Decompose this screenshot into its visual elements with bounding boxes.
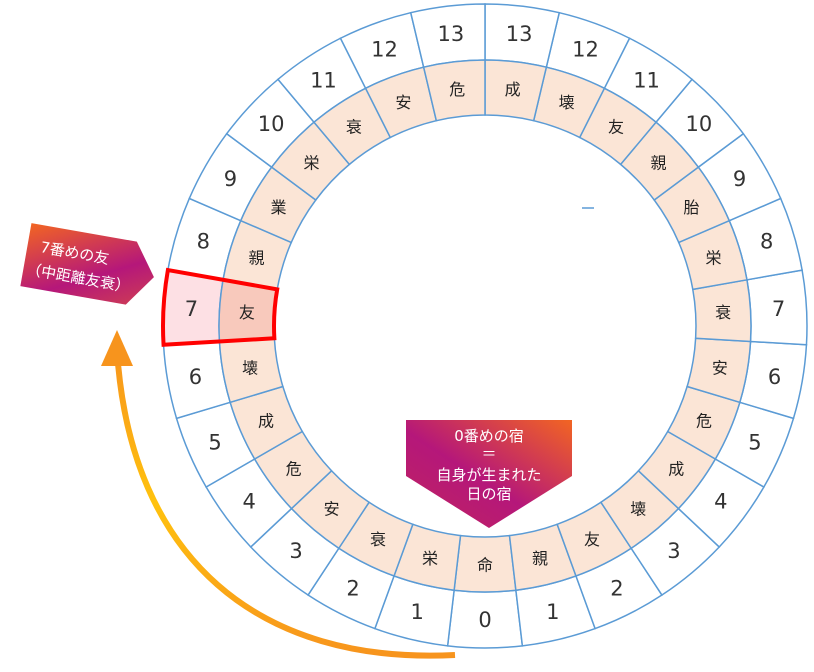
segment-right-9-number: 9 [733,167,746,191]
segment-left-5-number: 5 [208,430,221,454]
segment-left-12-number: 12 [371,38,398,62]
segment-right-5-kanji: 危 [696,411,712,430]
segment-left-1-number: 1 [411,600,424,624]
segment-left-7-number: 7 [185,297,198,321]
segment-left-4-inner [253,430,333,510]
segment-left-3-inner [290,469,371,550]
left-callout: 7番めの友 （中距離友衰） [20,223,154,305]
segment-right-13-kanji: 成 [505,80,521,99]
segment-left-4-number: 4 [242,490,255,514]
segment-left-1-kanji: 栄 [422,549,438,568]
segment-right-3-number: 3 [667,539,680,563]
segment-right-1-kanji: 親 [532,549,548,568]
bottom-callout-line1: 0番めの宿 [454,427,524,445]
segment-right-2-kanji: 友 [584,530,600,549]
segment-0-kanji: 命 [477,556,493,575]
segment-right-7-number: 7 [772,297,785,321]
segment-left-6-kanji: 壊 [242,358,258,377]
segment-left-9-kanji: 業 [270,198,286,217]
segment-left-13-kanji: 危 [449,80,465,99]
segment-left-6-number: 6 [189,365,202,389]
segment-left-13-inner [422,59,486,122]
segment-right-10-kanji: 親 [650,153,666,172]
segment-right-9-kanji: 胎 [684,198,700,217]
segment-left-3-number: 3 [289,539,302,563]
segment-left-2-kanji: 衰 [370,530,386,549]
segment-left-1-inner [393,523,462,592]
segment-left-8-number: 8 [197,230,210,254]
curved-arrow [114,349,456,659]
bottom-callout: 0番めの宿 ＝ 自身が生まれた 日の宿 [406,420,572,528]
highlight-frame [161,267,280,347]
segment-right-13-number: 13 [506,22,533,46]
segment-left-12-kanji: 安 [395,93,411,112]
segment-right-12-number: 12 [572,38,599,62]
segment-left-10-number: 10 [258,112,285,136]
segment-right-10-number: 10 [685,112,712,136]
bottom-callout-line3: 自身が生まれた [436,466,541,484]
segment-left-10-kanji: 栄 [304,153,320,172]
segment-right-1-number: 1 [546,600,559,624]
segment-left-11-kanji: 衰 [346,118,362,137]
bottom-callout-line4: 日の宿 [466,485,511,503]
segment-left-11-inner [312,87,392,166]
segment-left-3-kanji: 安 [324,500,340,519]
segment-left-6-inner [218,337,284,404]
segment-right-11-kanji: 友 [608,118,624,137]
segment-left-9-inner [239,166,317,244]
segment-left-2-number: 2 [346,577,359,601]
segment-right-4-number: 4 [714,490,727,514]
segment-left-7-kanji: 友 [239,303,255,322]
segment-right-8-number: 8 [760,230,773,254]
segment-left-13-number: 13 [438,22,465,46]
segment-right-2-number: 2 [610,577,623,601]
segment-left-11-number: 11 [310,68,337,92]
curved-arrow-head-icon [101,330,133,366]
segment-0-number: 0 [478,608,491,632]
segment-right-6-kanji: 安 [712,358,728,377]
highlight-group [161,267,280,347]
segment-right-11-number: 11 [633,68,660,92]
segment-left-8-kanji: 親 [249,249,265,268]
segment-right-4-kanji: 成 [668,459,684,478]
segment-right-12-kanji: 壊 [559,93,575,112]
segment-right-8-kanji: 栄 [705,249,721,268]
segment-right-6-number: 6 [768,365,781,389]
segment-left-12-inner [364,66,438,139]
segment-left-5-kanji: 成 [258,411,274,430]
segment-right-5-number: 5 [748,430,761,454]
segment-left-9-number: 9 [224,167,237,191]
segment-left-5-inner [229,385,304,461]
segment-right-7-kanji: 衰 [715,303,731,322]
bottom-callout-line2: ＝ [481,445,496,463]
segment-left-4-kanji: 危 [286,459,302,478]
ring: 0 命 1 親 1 栄 2 友 2 衰 3 壊 3 安 4 成 4 危 5 危 5 成 6 安 6 壊 7 衰 7 友 8 栄 8 親 9 胎 9 業 10… [162,3,808,649]
segment-right-3-kanji: 壊 [630,500,646,519]
